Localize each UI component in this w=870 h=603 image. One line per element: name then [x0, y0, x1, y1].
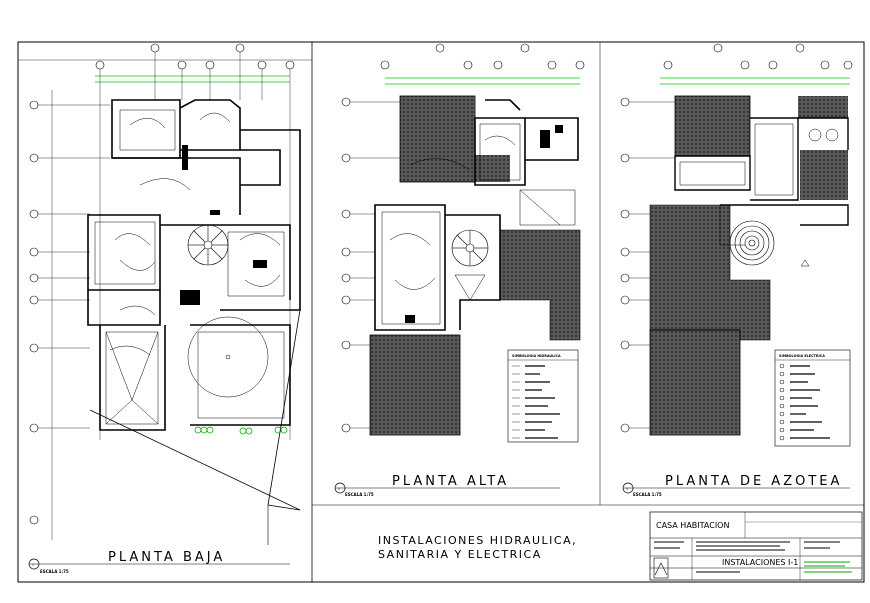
plan-title-planta-baja: PLANTA BAJA [108, 550, 225, 565]
plan-number-1: 1 [32, 563, 34, 567]
title-block-project: CASA HABITACION [656, 521, 729, 530]
plan-title-planta-azotea: PLANTA DE AZOTEA [665, 474, 842, 489]
sheet-title-line-2: SANITARIA Y ELECTRICA [378, 548, 542, 561]
plan-scale-1: ESCALA 1:75 [40, 569, 69, 574]
plan-scale-3: ESCALA 1:75 [633, 492, 662, 497]
plan-title-3: 3 PLANTA DE AZOTEA ESCALA 1:75 [622, 474, 850, 497]
plan-title-2: 2 PLANTA ALTA ESCALA 1:75 [334, 474, 560, 497]
plan-title-planta-alta: PLANTA ALTA [392, 474, 509, 489]
plan-number-3: 3 [626, 487, 628, 491]
sheet-title-line-1: INSTALACIONES HIDRAULICA, [378, 534, 577, 547]
legend-electrica-heading: SIMBOLOGIA ELECTRICA [779, 354, 825, 358]
title-block-drawing: INSTALACIONES I-1 [722, 558, 798, 567]
legend-hidraulica-heading: SIMBOLOGIA HIDRAULICA [512, 354, 561, 358]
plan-planta-azotea: SIMBOLOGIA ELECTRICA [620, 43, 853, 447]
plan-planta-baja [29, 43, 301, 545]
title-block: CASA HABITACION INSTALACIONES I-1 [649, 511, 863, 581]
plan-number-2: 2 [338, 487, 340, 491]
plan-scale-2: ESCALA 1:75 [345, 492, 374, 497]
sheet-frame [17, 41, 865, 583]
plan-title-1: 1 PLANTA BAJA ESCALA 1:75 [28, 550, 290, 574]
plan-planta-alta: SIMBOLOGIA HIDRAULICA [341, 43, 585, 443]
legend-hidraulica: SIMBOLOGIA HIDRAULICA [507, 349, 579, 443]
legend-electrica: SIMBOLOGIA ELECTRICA [774, 349, 851, 447]
